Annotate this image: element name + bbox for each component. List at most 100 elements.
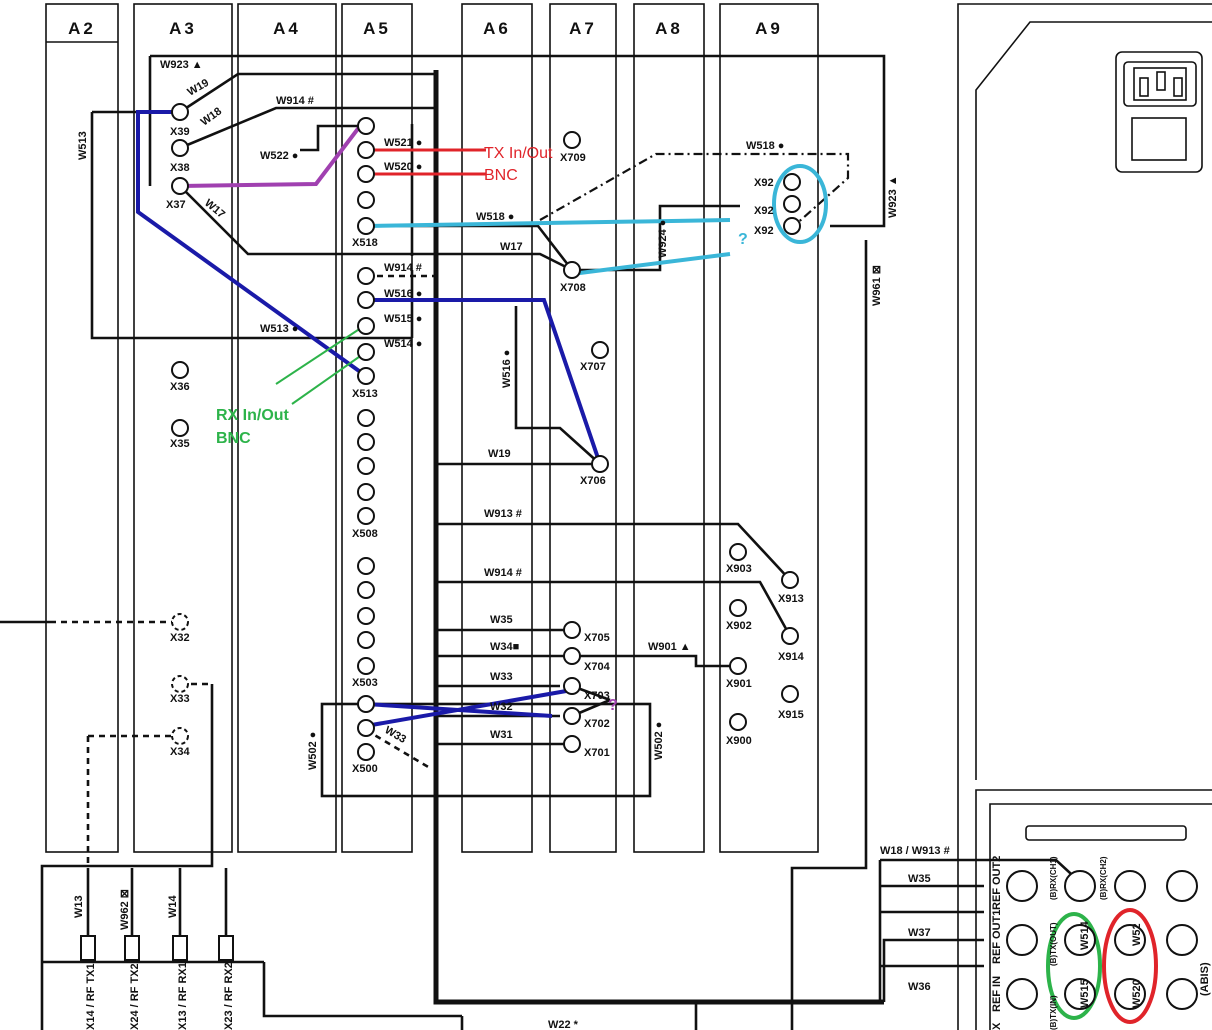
label-x39: X39: [170, 126, 190, 138]
jack-x709: [563, 131, 581, 149]
green-ellipse: [1046, 912, 1102, 1020]
wire-w513-a4: W513 ●: [260, 323, 298, 335]
wire-w35-a6: W35: [490, 614, 513, 626]
dashed-wiring: [50, 152, 850, 868]
wire-w901: W901 ▲: [648, 641, 691, 653]
jack-x901: [729, 657, 747, 675]
jack-x708: [563, 261, 581, 279]
jack-x704: [563, 647, 581, 665]
label-x508: X508: [352, 528, 378, 540]
label-x36: X36: [170, 381, 190, 393]
slot-header-a9: A9: [755, 19, 783, 38]
jack-x518: [357, 217, 375, 235]
wire-w961: W961 ⊠: [871, 265, 883, 306]
jack-x921: [783, 173, 801, 191]
jack-x39: [171, 103, 189, 121]
wire-w914-top: W914 #: [276, 95, 314, 107]
slot-headers: A2 A3 A4 A5 A6 A7 A8 A9: [68, 19, 783, 38]
rx-wire-1: [275, 325, 365, 385]
wire-w18-w913: W18 / W913 #: [880, 845, 950, 857]
wire-w17-a6: W17: [500, 241, 523, 253]
wire-w34-a6: W34■: [490, 641, 519, 653]
navy-wire-1: [136, 110, 368, 378]
jack-x914: [781, 627, 799, 645]
purple-wire: [179, 124, 362, 188]
label-x903: X903: [726, 563, 752, 575]
port-labels: X14 / RF TX1 X24 / RF TX2 X13 / RF RX1 X…: [85, 856, 1211, 1030]
wire-w924: W924 ●: [657, 220, 669, 258]
wire-w35-b: W35: [908, 873, 931, 885]
jack-x923: [783, 217, 801, 235]
port-rf-rx2: X23 / RF RX2: [223, 962, 235, 1030]
wire-w521-panel: W52: [1131, 923, 1143, 946]
panel-abis: (ABIS): [1199, 962, 1211, 996]
rx-wire-2: [291, 351, 367, 405]
wire-w513-left: W513: [77, 131, 89, 160]
slot-header-a7: A7: [569, 19, 597, 38]
label-x37: X37: [166, 199, 186, 211]
jack-x922: [783, 195, 801, 213]
label-x922: X92: [754, 205, 774, 217]
label-x513: X513: [352, 388, 378, 400]
wire-w19-a6: W19: [488, 448, 511, 460]
jack-x707: [591, 341, 609, 359]
jack-x701: [563, 735, 581, 753]
purple-question-mark: ?: [608, 697, 618, 714]
panel-x-left: X: [991, 1022, 1003, 1030]
label-x703: X703: [584, 690, 610, 702]
power-switch-icon: [1131, 117, 1187, 161]
red-ellipse: [1102, 908, 1158, 1024]
label-x707: X707: [580, 361, 606, 373]
slot-header-a2: A2: [68, 19, 96, 38]
annotations: TX In/Out BNC RX In/Out BNC ? ?: [216, 145, 748, 714]
cyan-ellipse: [772, 164, 828, 244]
label-x900: X900: [726, 735, 752, 747]
navy-wire-4: [365, 688, 573, 728]
wire-w32-a6: W32: [490, 701, 513, 713]
wire-w923-right: W923 ▲: [887, 175, 899, 218]
jack-x500: [357, 743, 375, 761]
colored-overlays: [136, 110, 1158, 1024]
wire-w914-a5: W914 #: [384, 262, 422, 274]
wire-w520: W520 ●: [384, 161, 422, 173]
jack-x503: [357, 657, 375, 675]
wire-w502-right: W502 ●: [653, 722, 665, 760]
wire-w521: W521 ●: [384, 137, 422, 149]
connector-labels: X39 X38 X37 X36 X35 X32 X33 X34 X518 X51…: [166, 126, 805, 775]
panel-ref-in: REF IN: [991, 976, 1003, 1012]
label-x34: X34: [170, 746, 190, 758]
label-x32: X32: [170, 632, 190, 644]
label-x503: X503: [352, 677, 378, 689]
wire-w514-panel: W514: [1079, 920, 1091, 950]
wire-w17-a3: W17: [202, 197, 227, 221]
wire-w33-a6: W33: [490, 671, 513, 683]
label-x33: X33: [170, 693, 190, 705]
jack-x705: [563, 621, 581, 639]
wire-w522: W522 ●: [260, 150, 298, 162]
wire-w518-a9: W518 ●: [746, 140, 784, 152]
wire-w923-top: W923 ▲: [160, 59, 203, 71]
label-x923: X92: [754, 225, 774, 237]
label-x708: X708: [560, 282, 586, 294]
jacks: [80, 103, 1198, 1010]
wire-w962: W962 ⊠: [119, 889, 131, 930]
jack-x508: [357, 507, 375, 525]
jack-x913: [781, 571, 799, 589]
port-rf-tx1: X14 / RF TX1: [85, 963, 97, 1030]
wire-w518-a6: W518 ●: [476, 211, 514, 223]
wire-labels: W923 ▲ W19 W18 W914 # W513 W522 ● W17 W5…: [73, 59, 1143, 1030]
cyan-question-mark: ?: [738, 231, 748, 248]
jack-x37: [171, 177, 189, 195]
label-x518: X518: [352, 237, 378, 249]
label-x704: X704: [584, 661, 611, 673]
jack-x34: [171, 727, 189, 745]
a3-a4-wiring: [0, 72, 740, 1030]
wire-w514-a5: W514 ●: [384, 338, 422, 350]
slot-frames: [45, 3, 819, 853]
bus-lines: [148, 54, 1083, 1030]
label-x701: X701: [584, 747, 610, 759]
sub-d-connector-icon: [1025, 825, 1187, 841]
tx-annotation-line1: TX In/Out: [484, 145, 553, 162]
wire-w914-a6: W914 #: [484, 567, 522, 579]
wire-w36-b: W36: [908, 981, 931, 993]
